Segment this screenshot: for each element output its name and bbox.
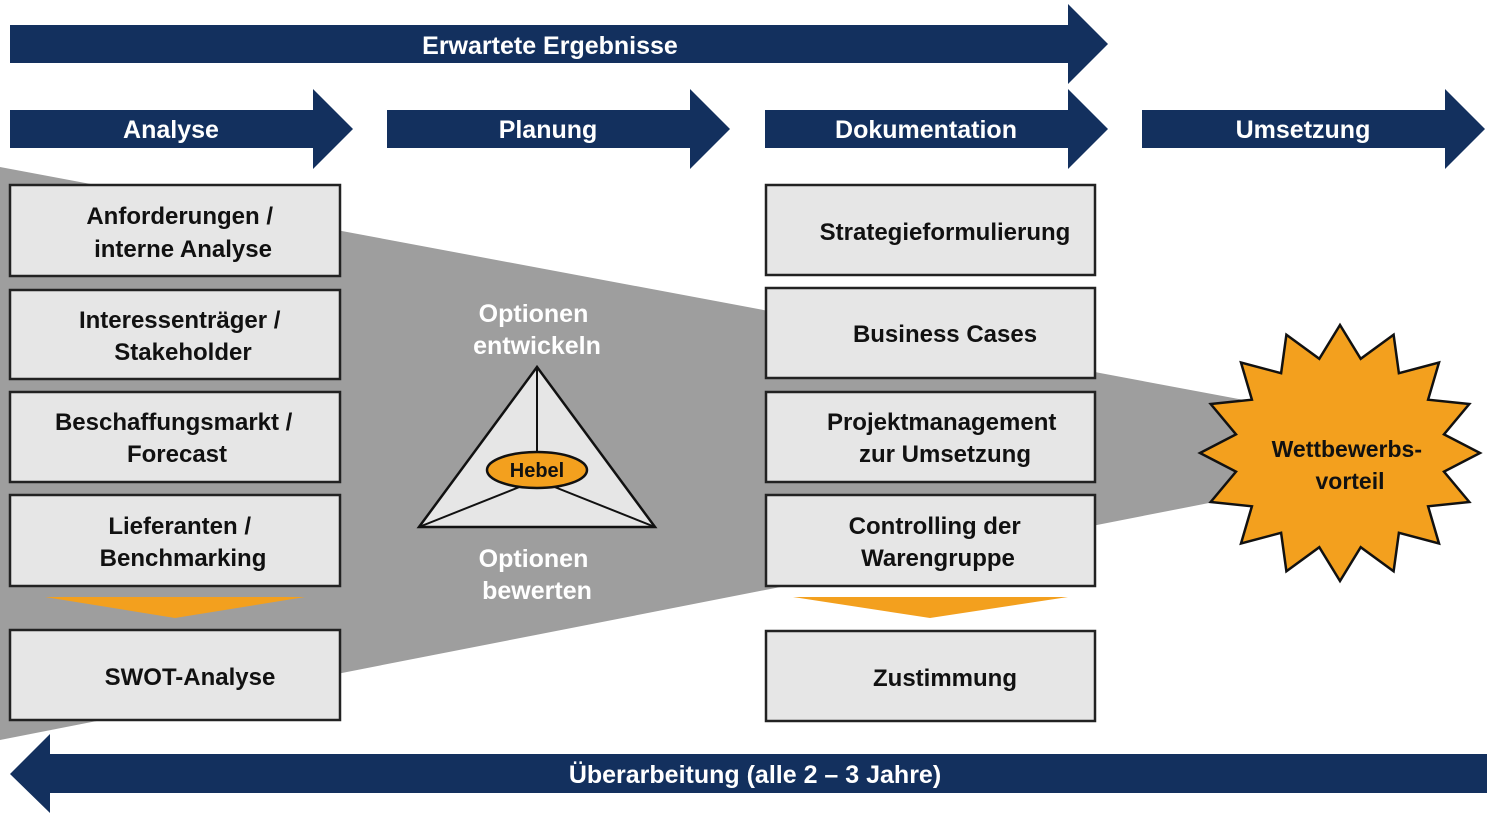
analysis-box-lieferanten: Lieferanten / Benchmarking — [8, 493, 342, 588]
svg-text:Anforderungen / interne: Anforderungen / interne Analyse — [86, 203, 279, 263]
analysis-box-stakeholder: Interessenträger / Stakeholder — [8, 288, 342, 381]
bottom-arrow-label: Überarbeitung (alle 2 – 3 Jahre) — [569, 760, 941, 789]
box-line: Forecast — [127, 441, 227, 468]
box-line: Controlling der — [849, 513, 1021, 540]
box-line: Stakeholder — [114, 339, 251, 366]
hebel-ellipse — [485, 450, 589, 490]
bottom-arrow: Überarbeitung (alle 2 – 3 Jahre) — [10, 734, 1487, 813]
analysis-result-swot: SWOT-Analyse — [8, 628, 342, 722]
phase-label-dokumentation: Dokumentation — [835, 116, 1017, 144]
planning-triangle: Hebel — [416, 364, 658, 529]
phase-arrow-planung: Planung — [387, 89, 730, 169]
documentation-down-arrow — [793, 597, 1068, 618]
box-line: Business Cases — [853, 321, 1037, 348]
box-line: SWOT-Analyse — [105, 664, 276, 691]
svg-text:SWOT-Analyse: SWOT-Analyse — [105, 664, 276, 691]
box-line: Projektmanagement — [827, 409, 1056, 436]
box-line: Beschaffungsmarkt / — [55, 409, 293, 436]
top-arrow-label: Erwartete Ergebnisse — [422, 32, 678, 60]
star-line: Wettbewerbs- — [1272, 436, 1422, 462]
box-line: zur Umsetzung — [859, 441, 1031, 468]
svg-text:Beschaffungsmarkt / Fore: Beschaffungsmarkt / Forecast — [55, 409, 299, 468]
svg-text:Business Cases: Business Cases — [853, 321, 1037, 348]
box-line: interne Analyse — [94, 236, 272, 263]
box-line: Anforderungen / — [86, 203, 273, 230]
star-line: vorteil — [1315, 468, 1384, 494]
analysis-down-arrow — [45, 597, 305, 618]
phase-label-umsetzung: Umsetzung — [1236, 116, 1371, 144]
box-line: Zustimmung — [873, 665, 1017, 692]
doc-box-controlling: Controlling der Warengruppe — [764, 493, 1097, 588]
svg-text:Projektmanagement zur Um: Projektmanagement zur Umsetzung — [827, 409, 1063, 468]
svg-text:Interessenträger / Stake: Interessenträger / Stakeholder — [79, 307, 287, 366]
svg-text:Wettbewerbs- vorteil: Wettbewerbs- vorteil — [1272, 436, 1429, 494]
phase-arrow-umsetzung: Umsetzung — [1142, 89, 1485, 169]
phase-arrow-dokumentation: Dokumentation — [765, 89, 1108, 169]
svg-text:Lieferanten / Benchmarki: Lieferanten / Benchmarking — [100, 513, 267, 572]
competitive-advantage-star: Wettbewerbs- vorteil — [1197, 322, 1483, 584]
box-line: Lieferanten / — [108, 513, 251, 540]
doc-box-projektmanagement: Projektmanagement zur Umsetzung — [764, 390, 1097, 484]
box-line: Interessenträger / — [79, 307, 281, 334]
doc-box-strategieformulierung: Strategieformulierung — [764, 183, 1097, 277]
box-line: Benchmarking — [100, 545, 267, 572]
planning-bottom-text: Optionen bewerten — [479, 545, 596, 605]
hebel-label: Hebel — [510, 460, 564, 482]
box-line: Strategieformulierung — [820, 219, 1071, 246]
phase-arrow-analyse: Analyse — [10, 89, 353, 169]
analysis-box-anforderungen: Anforderungen / interne Analyse — [8, 183, 342, 278]
svg-text:Controlling der Warengru: Controlling der Warengruppe — [849, 513, 1028, 572]
phase-label-analyse: Analyse — [123, 116, 219, 144]
planning-top-text: Optionen entwickeln — [473, 300, 601, 360]
doc-box-business-cases: Business Cases — [764, 286, 1097, 380]
phase-label-planung: Planung — [499, 116, 598, 144]
svg-text:Strategieformulierung: Strategieformulierung — [820, 219, 1071, 246]
box-line: Warengruppe — [861, 545, 1015, 572]
analysis-box-beschaffungsmarkt: Beschaffungsmarkt / Forecast — [8, 390, 342, 484]
star-shape — [1197, 322, 1483, 584]
top-arrow: Erwartete Ergebnisse — [10, 4, 1108, 84]
documentation-result-zustimmung: Zustimmung — [764, 629, 1097, 723]
svg-text:Zustimmung: Zustimmung — [873, 665, 1017, 692]
